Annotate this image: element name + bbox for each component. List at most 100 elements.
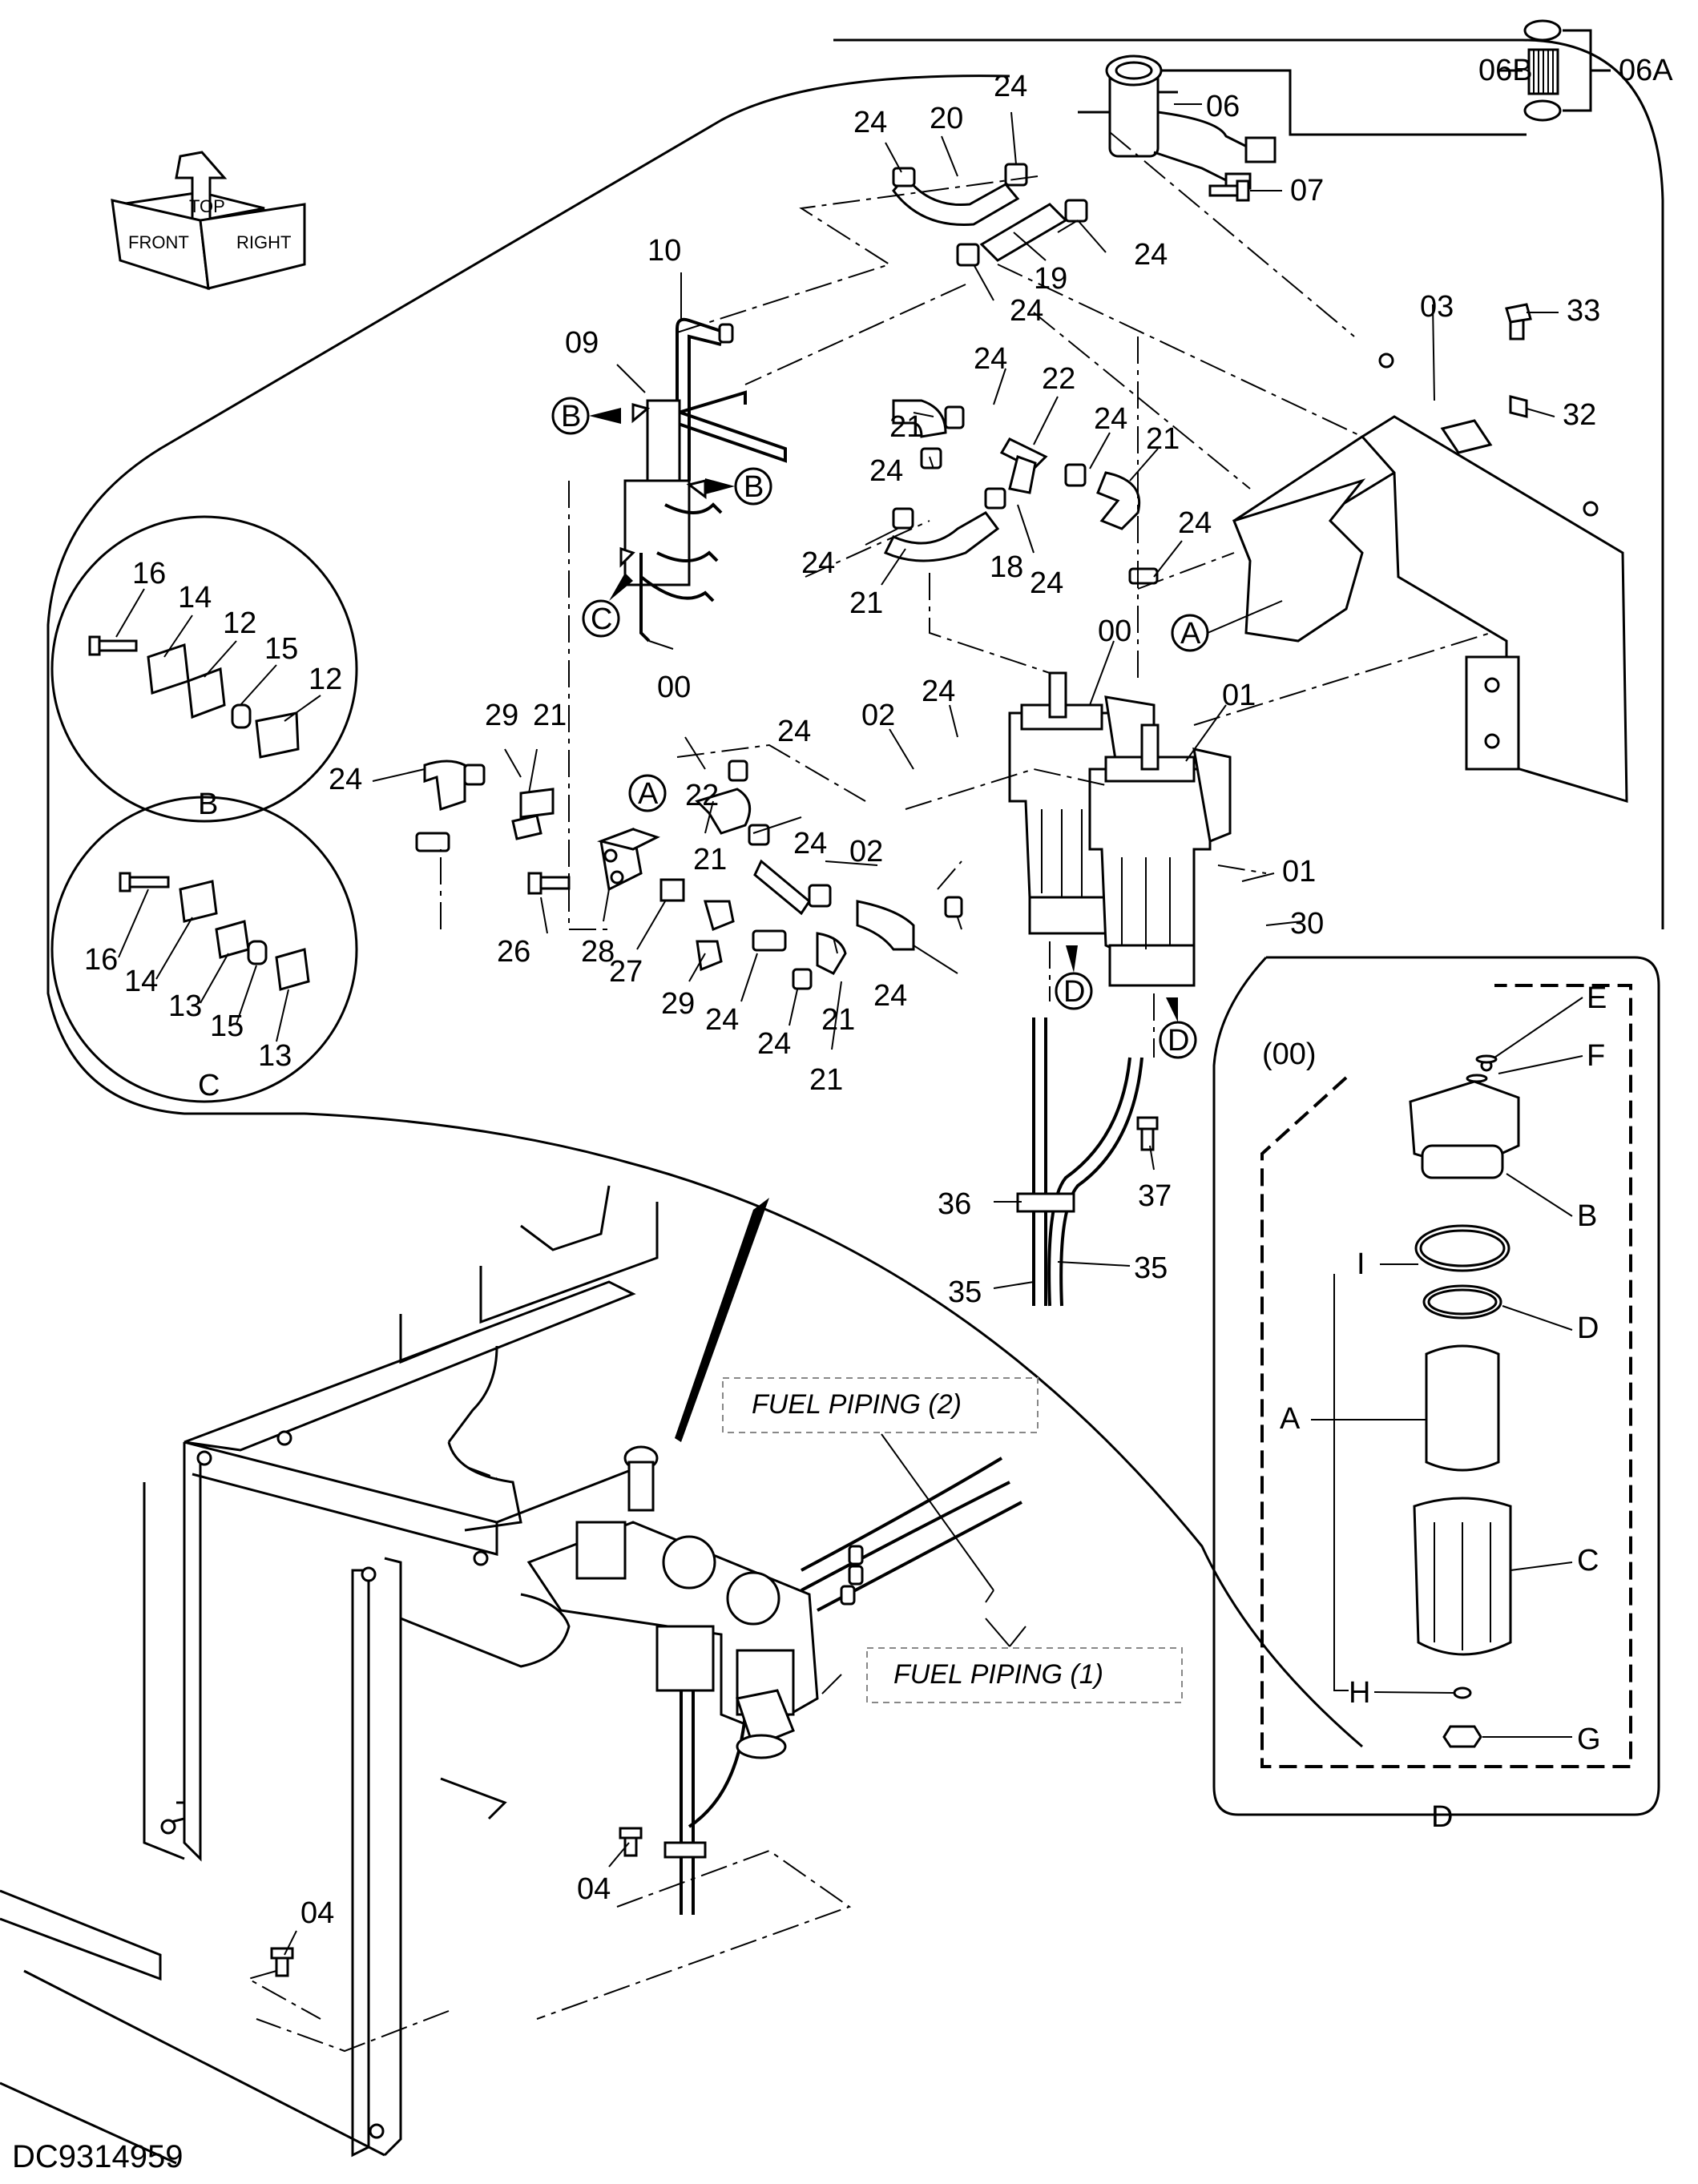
callout-part-21: 21: [1146, 422, 1180, 456]
detail-B-part-16: 16: [132, 557, 166, 590]
callout-part-28: 28: [581, 935, 615, 969]
callout-part-24: 24: [777, 715, 811, 748]
callout-part-01: 01: [1222, 679, 1256, 712]
lower-fittings-cluster: [415, 760, 963, 990]
pump-filter-06A-06B: [1162, 19, 1611, 136]
detail-D-group-label: (00): [1262, 1038, 1317, 1071]
callout-part-06A: 06A: [1619, 54, 1673, 87]
detail-C-part-15: 15: [210, 1009, 244, 1043]
fuel-piping-1-label: FUEL PIPING (1): [893, 1659, 1103, 1690]
callout-part-24: 24: [801, 546, 835, 580]
detail-B-part-14: 14: [178, 581, 212, 615]
fuel-piping-1-note: FUEL PIPING (1): [866, 1618, 1183, 1703]
detail-B-part-15: 15: [264, 632, 298, 666]
callout-part-18: 18: [990, 550, 1023, 584]
callout-part-21: 21: [889, 410, 923, 444]
detail-C-part-16: 16: [84, 943, 118, 977]
callout-part-24: 24: [705, 1003, 739, 1037]
fuel-pump-06: [1078, 54, 1277, 190]
callout-part-24: 24: [974, 342, 1007, 376]
callout-part-27: 27: [609, 955, 643, 989]
callout-part-03: 03: [1420, 290, 1454, 324]
detail-C-labels: 16 14 13 15 13: [84, 889, 292, 1073]
drain-pipes-35: [1016, 1017, 1159, 1307]
callout-part-24: 24: [1030, 566, 1063, 600]
callout-part-10: 10: [647, 234, 681, 268]
detail-D-part-D: D: [1577, 1312, 1599, 1345]
callout-part-01: 01: [1282, 855, 1316, 889]
callout-part-06: 06: [1206, 90, 1240, 123]
detail-B-labels: 16 14 12 15 12: [115, 557, 342, 722]
detail-D-part-I: I: [1357, 1247, 1365, 1281]
detail-D-title: D: [1431, 1800, 1453, 1834]
ref-circles: B B C A A D D: [551, 397, 1283, 1059]
callout-part-29: 29: [661, 987, 695, 1021]
ref-B-upper: B: [561, 400, 581, 433]
callout-part-24: 24: [994, 70, 1027, 103]
fuel-piping-2-note: FUEL PIPING (2): [722, 1377, 1039, 1603]
callout-part-19: 19: [1034, 262, 1067, 296]
detail-D-part-H: H: [1349, 1676, 1370, 1710]
hose-20: [892, 163, 1028, 226]
detail-C-circle: [50, 796, 358, 1103]
orientation-right-label: RIGHT: [236, 232, 291, 252]
callout-part-21: 21: [809, 1063, 843, 1097]
detail-C-title: C: [198, 1069, 220, 1102]
callout-part-24: 24: [1134, 238, 1168, 272]
fuel-filter-00-right: [1088, 723, 1232, 987]
callout-part-36: 36: [938, 1187, 971, 1221]
detail-D-part-B: B: [1577, 1199, 1597, 1233]
ref-C: C: [591, 602, 612, 636]
detail-D-box: [1212, 956, 1660, 1816]
callout-part-00: 00: [1098, 615, 1131, 648]
callout-part-35: 35: [1134, 1251, 1168, 1285]
callout-part-24: 24: [1178, 506, 1212, 540]
callout-part-32: 32: [1563, 398, 1596, 432]
fuel-piping-2-label: FUEL PIPING (2): [752, 1389, 962, 1420]
upper-hose-cluster: [883, 399, 1159, 585]
detail-D-part-F: F: [1587, 1039, 1605, 1073]
callout-part-26: 26: [497, 935, 530, 969]
detail-D-part-E: E: [1587, 981, 1607, 1015]
callout-part-24: 24: [1094, 402, 1127, 436]
ref-A-bracket: A: [1180, 617, 1201, 651]
callout-part-29: 29: [485, 699, 518, 732]
callout-part-22: 22: [1042, 362, 1075, 396]
callout-part-22: 22: [685, 779, 719, 812]
callout-part-24: 24: [922, 675, 955, 708]
detail-B-part-12b: 12: [309, 663, 342, 696]
machine-frame: [0, 1185, 659, 2165]
orientation-compass: FRONT TOP RIGHT: [111, 151, 306, 291]
detail-D-part-G: G: [1577, 1723, 1601, 1756]
installed-filter-assembly: [270, 1445, 1022, 1977]
callout-part-24: 24: [869, 454, 903, 488]
ref-D-left: D: [1063, 975, 1085, 1009]
callout-part-24: 24: [853, 106, 887, 139]
assembly-boundary: [46, 38, 1664, 1748]
bolt-07: [1208, 179, 1250, 202]
ref-D-right: D: [1168, 1024, 1189, 1058]
detail-B-part-12a: 12: [223, 606, 256, 640]
ref-A-block: A: [638, 777, 659, 811]
callout-part-04: 04: [577, 1872, 611, 1906]
callout-part-20: 20: [930, 102, 963, 135]
callout-part-21: 21: [849, 586, 883, 620]
callout-part-24: 24: [1010, 294, 1043, 328]
callout-part-30: 30: [1290, 907, 1324, 941]
callout-part-24: 24: [757, 1027, 791, 1061]
ref-B-right: B: [744, 470, 764, 504]
pipes-10-09: [619, 317, 787, 643]
detail-C-part-13a: 13: [168, 989, 202, 1023]
orientation-front-label: FRONT: [128, 232, 189, 252]
detail-B-circle: [50, 515, 358, 823]
connection-lines: [246, 131, 1491, 2053]
callout-part-06B: 06B: [1478, 54, 1533, 87]
callout-part-33: 33: [1567, 294, 1600, 328]
callout-part-24: 24: [329, 763, 362, 796]
detail-C-part-14: 14: [124, 965, 158, 998]
detail-C-part-13b: 13: [258, 1039, 292, 1073]
orientation-top-label: TOP: [189, 196, 225, 216]
bracket-03: [1232, 303, 1628, 804]
detail-pointer-wedge: [675, 1198, 769, 1442]
callout-part-24: 24: [873, 979, 907, 1013]
